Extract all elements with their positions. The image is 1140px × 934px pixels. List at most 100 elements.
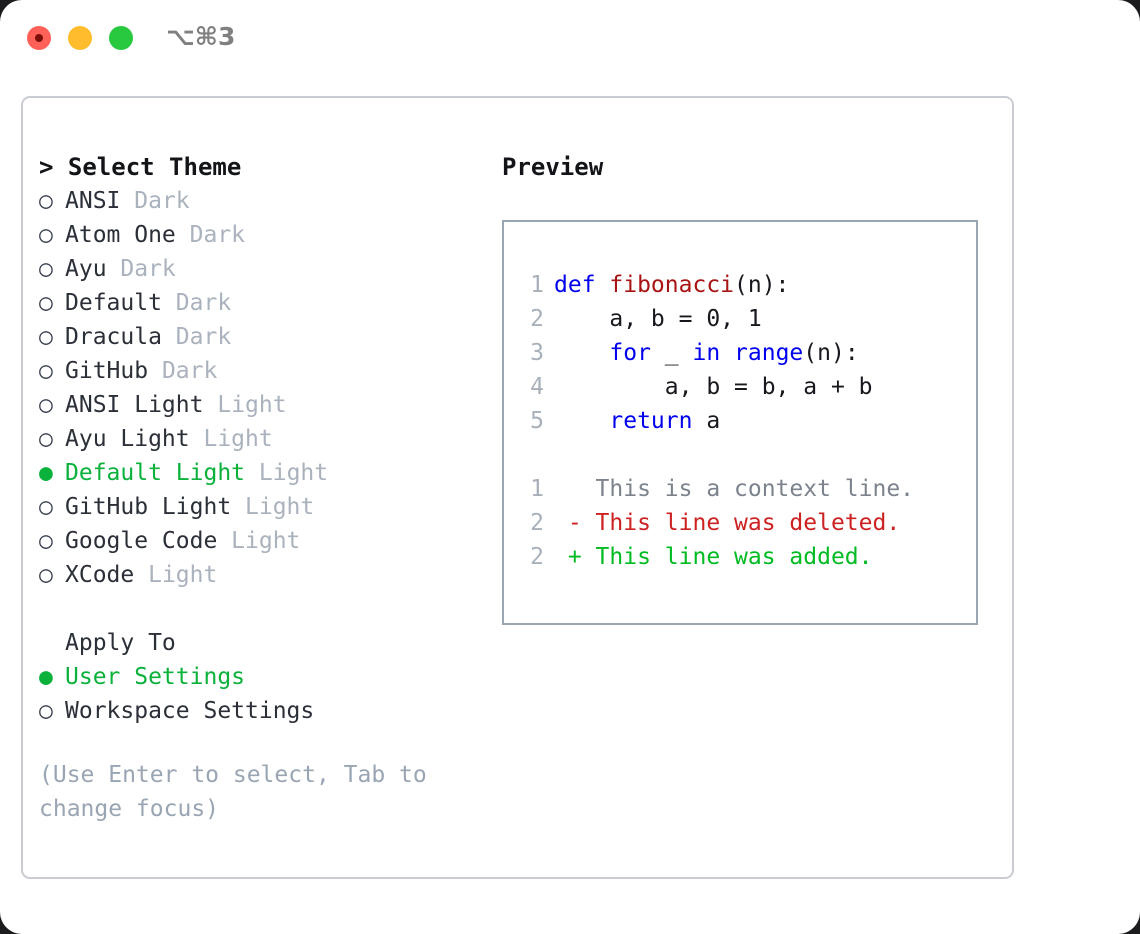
- title-bar: ⌥⌘3: [0, 0, 1140, 78]
- radio-empty-icon: ○: [39, 358, 53, 384]
- close-button[interactable]: [27, 26, 51, 50]
- theme-list: ○ ANSI Dark ○ Atom One Dark ○ Ayu Dark ○ Defaul…: [39, 184, 499, 592]
- theme-variant-badge: Dark: [175, 290, 232, 316]
- theme-option-8[interactable]: ● Default Light Light: [39, 456, 499, 490]
- theme-option-label: Default: [65, 290, 176, 316]
- theme-variant-badge: Light: [245, 494, 315, 520]
- line-number: 3: [530, 340, 544, 366]
- theme-option-label: XCode: [65, 562, 149, 588]
- line-number: 2: [530, 510, 544, 536]
- theme-option-7[interactable]: ○ Ayu Light Light: [39, 422, 499, 456]
- theme-option-label: GitHub Light: [65, 494, 246, 520]
- keyboard-hint: (Use Enter to select, Tab to change focu…: [39, 762, 427, 822]
- radio-empty-icon: ○: [39, 698, 53, 724]
- apply-to-option-0[interactable]: ● User Settings: [39, 660, 499, 694]
- theme-variant-badge: Dark: [134, 188, 190, 214]
- theme-variant-badge: Dark: [161, 358, 218, 384]
- theme-variant-badge: Light: [217, 392, 287, 418]
- theme-option-label: Atom One: [65, 222, 190, 248]
- radio-empty-icon: ○: [39, 494, 53, 520]
- radio-empty-icon: ○: [39, 324, 53, 350]
- minimize-button[interactable]: [68, 26, 92, 50]
- radio-empty-icon: ○: [39, 562, 53, 588]
- code-token: - This line was deleted.: [554, 510, 901, 536]
- code-token: in: [692, 340, 721, 366]
- radio-empty-icon: ○: [39, 290, 53, 316]
- code-token: fibonacci: [609, 272, 735, 298]
- theme-variant-badge: Dark: [189, 222, 246, 248]
- code-diff-separator: [518, 438, 970, 472]
- code-token: [720, 340, 734, 366]
- theme-option-label: Ayu: [65, 256, 121, 282]
- theme-option-3[interactable]: ○ Default Dark: [39, 286, 499, 320]
- line-number: 5: [530, 408, 544, 434]
- apply-to-label: Apply To: [65, 630, 176, 656]
- theme-option-0[interactable]: ○ ANSI Dark: [39, 184, 499, 218]
- line-number: 4: [530, 374, 544, 400]
- maximize-button[interactable]: [109, 26, 133, 50]
- content-panel: > Select Theme ○ANSI Dark○Atom One Dark○…: [21, 96, 1014, 879]
- theme-option-10[interactable]: ○Google Code Light: [39, 524, 499, 558]
- theme-option-label: GitHub: [65, 358, 162, 384]
- code-token: return: [609, 408, 693, 434]
- radio-empty-icon: ○: [39, 256, 53, 282]
- radio-selected-icon: ●: [39, 664, 53, 690]
- radio-empty-icon: ○: [39, 222, 53, 248]
- code-token: (n):: [734, 272, 790, 298]
- apply-to-option-label: User Settings: [65, 664, 246, 690]
- theme-option-label: Default Light: [65, 460, 259, 486]
- theme-option-6[interactable]: ○ ANSI Light Light: [39, 388, 499, 422]
- theme-option-label: Dracula: [65, 324, 176, 350]
- apply-to-option-label: Workspace Settings: [65, 698, 315, 724]
- apply-to-list: ● User Settings ○ Workspace Settings: [39, 660, 499, 728]
- line-number: 1: [530, 272, 544, 298]
- code-token: a, b = 0, 1: [554, 306, 762, 332]
- diff-line-0: 1 This is a context line.: [518, 472, 970, 506]
- theme-variant-badge: Light: [203, 426, 273, 452]
- theme-option-11[interactable]: ○XCode Light: [39, 558, 499, 592]
- radio-selected-icon: ●: [39, 460, 53, 486]
- theme-option-2[interactable]: ○Ayu Dark: [39, 252, 499, 286]
- apply-to-option-1[interactable]: ○ Workspace Settings: [39, 694, 499, 728]
- theme-option-label: ANSI: [65, 188, 135, 214]
- code-token: a: [692, 408, 721, 434]
- code-token: for: [609, 340, 651, 366]
- keyboard-shortcut-label: ⌥⌘3: [166, 22, 236, 51]
- code-token: + This line was added.: [554, 544, 873, 570]
- theme-picker-column: > Select Theme ○ANSI Dark○Atom One Dark○…: [39, 150, 499, 826]
- theme-option-4[interactable]: ○ Dracula Dark: [39, 320, 499, 354]
- code-token: (n):: [803, 340, 859, 366]
- diff-sample: 1 This is a context line.2 - This line w…: [518, 472, 970, 574]
- theme-variant-badge: Light: [258, 460, 329, 486]
- code-token: range: [734, 340, 804, 366]
- theme-option-9[interactable]: ○ GitHub Light Light: [39, 490, 499, 524]
- radio-empty-icon: ○: [39, 188, 53, 214]
- radio-empty-icon: ○: [39, 528, 53, 554]
- diff-line-2: 2 + This line was added.: [518, 540, 970, 574]
- code-token: a, b = b, a + b: [554, 374, 873, 400]
- line-number: 2: [530, 306, 544, 332]
- code-line-2: 3 for _ in range(n):: [518, 336, 970, 370]
- theme-variant-badge: Light: [231, 528, 301, 554]
- radio-empty-icon: ○: [39, 392, 53, 418]
- code-token: [554, 340, 609, 366]
- diff-line-1: 2 - This line was deleted.: [518, 506, 970, 540]
- theme-variant-badge: Dark: [175, 324, 232, 350]
- radio-empty-icon: ○: [39, 426, 53, 452]
- code-token: [554, 408, 609, 434]
- theme-option-label: ANSI Light: [65, 392, 218, 418]
- preview-title: Preview: [502, 153, 604, 181]
- theme-option-1[interactable]: ○ Atom One Dark: [39, 218, 499, 252]
- line-number: 1: [530, 476, 544, 502]
- theme-option-5[interactable]: ○ GitHub Dark: [39, 354, 499, 388]
- code-line-1: 2 a, b = 0, 1: [518, 302, 970, 336]
- window-controls: [27, 26, 133, 50]
- code-line-4: 5 return a: [518, 404, 970, 438]
- theme-option-label: Ayu Light: [65, 426, 204, 452]
- code-line-3: 4 a, b = b, a + b: [518, 370, 970, 404]
